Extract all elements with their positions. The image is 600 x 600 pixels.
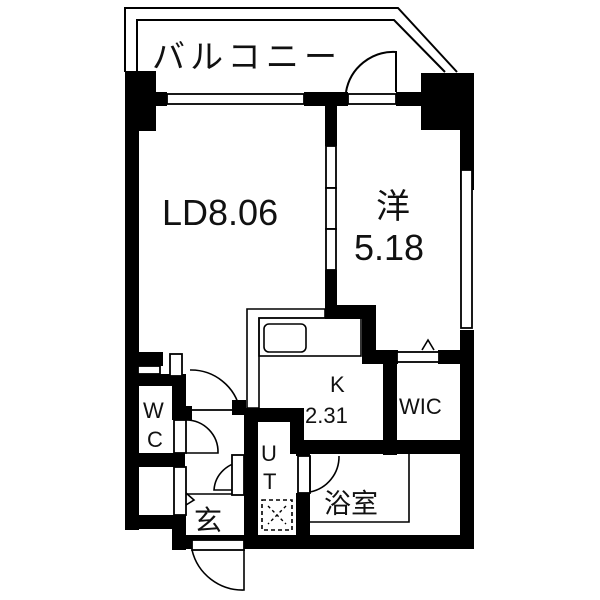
wc-fixtures	[137, 353, 241, 454]
windows	[166, 93, 473, 329]
room-label-bath: 浴室	[324, 489, 378, 520]
balcony-door-swing	[345, 50, 397, 93]
ut-fixtures	[261, 499, 293, 531]
room-label-wc-c: C	[147, 427, 163, 452]
room-size-kitchen: 2.31	[305, 403, 348, 428]
balcony-label: バルコニー	[152, 37, 337, 76]
bath-fixtures	[297, 454, 410, 523]
room-label-wic: WIC	[399, 394, 442, 419]
balcony	[124, 7, 458, 73]
shoe-closet	[173, 466, 196, 516]
walls	[125, 71, 474, 550]
kitchen-counter	[246, 308, 440, 409]
room-label-entrance: 玄	[194, 504, 222, 537]
room-label-western: 洋	[376, 187, 410, 227]
room-label-kitchen: K	[330, 372, 345, 397]
entrance-area	[185, 454, 245, 591]
room-label-ut-u: U	[261, 441, 277, 466]
room-size-western: 5.18	[354, 227, 424, 268]
room-label-wc-w: W	[143, 398, 164, 423]
room-label-ld: LD8.06	[162, 192, 278, 233]
room-label-ut-t: T	[263, 469, 276, 494]
